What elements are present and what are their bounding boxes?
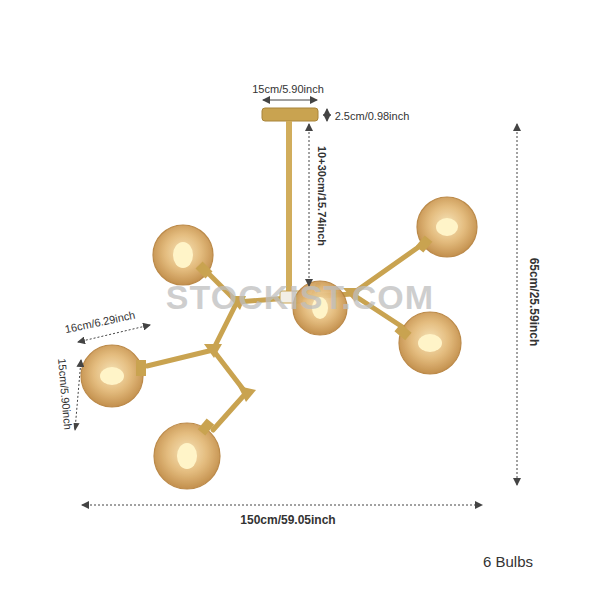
dimension-label: 15cm/5.90inch — [56, 356, 75, 432]
dimension-lines — [75, 100, 517, 505]
caption-note: 6 Bulbs — [483, 554, 533, 571]
dimension-label: 10+30cm/15.74inch — [316, 144, 328, 248]
dimension-label: 15cm/5.90inch — [252, 83, 324, 95]
canopy — [262, 108, 318, 121]
rod — [286, 121, 292, 293]
dimension-label: 150cm/59.05inch — [240, 514, 335, 527]
dimension-label: 16cm/6.29inch — [62, 308, 138, 336]
dimension-label: 65cm/25.59inch — [526, 256, 539, 349]
dimension-label: 2.5cm/0.98inch — [335, 110, 410, 122]
glass-globes — [81, 197, 477, 489]
watermark: STOCKIST.COM — [166, 279, 434, 316]
